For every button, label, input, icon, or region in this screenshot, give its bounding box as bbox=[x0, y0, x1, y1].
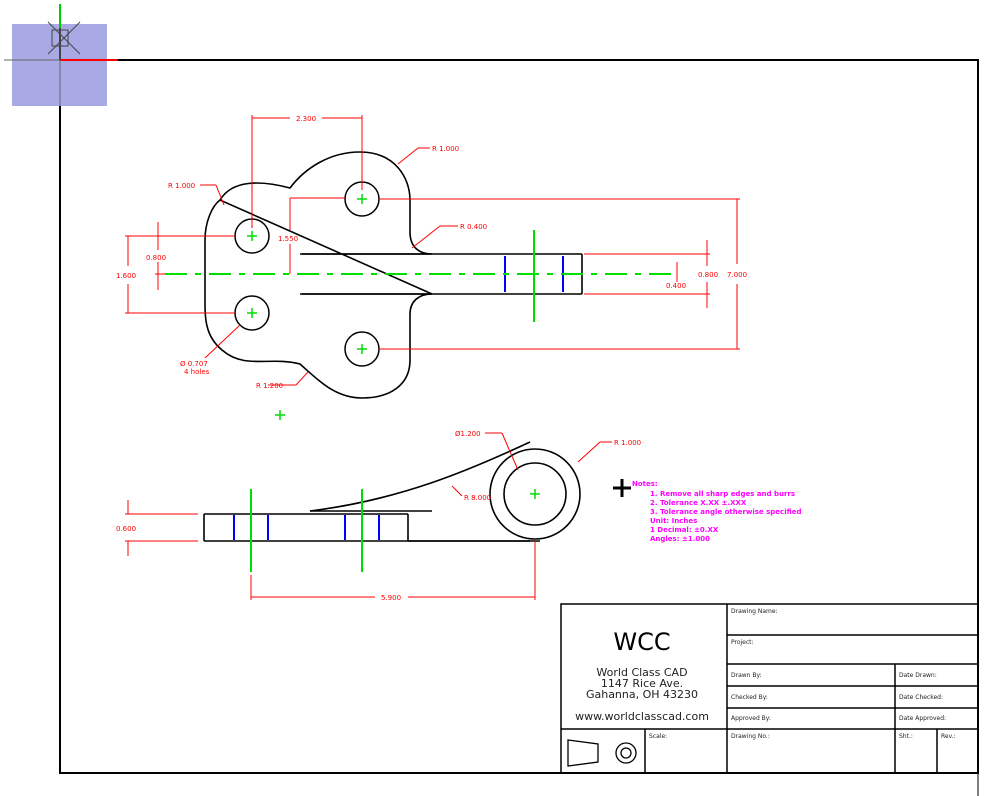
label-checked-by: Checked By: bbox=[731, 694, 768, 701]
label-date-drawn: Date Drawn: bbox=[899, 672, 937, 679]
dim-0800-left: 0.800 bbox=[146, 254, 166, 262]
front-boss-hole bbox=[503, 462, 567, 526]
label-rev: Rev.: bbox=[941, 733, 956, 740]
front-view-dim-text: Ø1.200 R 1.000 R 8.000 0.600 5.900 bbox=[116, 430, 641, 602]
dim-7000: 7.000 bbox=[727, 271, 747, 279]
dim-5900: 5.900 bbox=[381, 594, 401, 602]
dim-r0400: R 0.400 bbox=[460, 223, 487, 231]
top-view-dim-text: 2.300 R 1.000 R 1.000 R 0.400 1.550 0.80… bbox=[116, 115, 747, 390]
front-boss-outer bbox=[489, 448, 581, 540]
dim-1550: 1.550 bbox=[278, 235, 298, 243]
front-boss-center-mark bbox=[530, 489, 540, 499]
notes-line-3: 3. Tolerance angle otherwise specified bbox=[650, 508, 802, 516]
company-website: www.worldclasscad.com bbox=[575, 710, 709, 723]
dim-r1000-front: R 1.000 bbox=[614, 439, 641, 447]
notes-line-5: 1 Decimal: ±0.XX bbox=[650, 526, 719, 534]
front-hidden-lines bbox=[233, 515, 380, 540]
title-block[interactable] bbox=[560, 603, 979, 774]
hole-center-marks bbox=[247, 194, 367, 420]
label-approved-by: Approved By: bbox=[731, 715, 771, 722]
dim-2300: 2.300 bbox=[296, 115, 316, 123]
label-drawing-no: Drawing No.: bbox=[731, 733, 770, 740]
notes-line-2: 2. Tolerance X.XX ±.XXX bbox=[650, 499, 747, 507]
top-view[interactable]: 2.300 R 1.000 R 1.000 R 0.400 1.550 0.80… bbox=[116, 115, 747, 420]
dim-hole-count: 4 holes bbox=[184, 368, 210, 376]
company-logo-text: WCC bbox=[613, 628, 670, 656]
drawing-border bbox=[59, 59, 979, 774]
title-block-text: WCC World Class CAD 1147 Rice Ave. Gahan… bbox=[575, 608, 956, 740]
label-drawing-name: Drawing Name: bbox=[731, 608, 778, 615]
label-project: Project: bbox=[731, 639, 754, 646]
dim-0600: 0.600 bbox=[116, 525, 136, 533]
dim-r8000: R 8.000 bbox=[464, 494, 491, 502]
hole-bottom-right bbox=[344, 331, 380, 367]
notes-line-4: Unit: Inches bbox=[650, 517, 697, 525]
projection-symbol-icon bbox=[567, 739, 637, 767]
notes-line-6: Angles: ±1.000 bbox=[650, 535, 710, 543]
dim-hole-dia: Ø 0.707 bbox=[180, 360, 208, 368]
dim-0400: 0.400 bbox=[666, 282, 686, 290]
notes-block[interactable]: Notes: 1. Remove all sharp edges and bur… bbox=[632, 480, 802, 543]
label-scale: Scale: bbox=[649, 733, 667, 740]
title-block-frame bbox=[560, 603, 979, 774]
top-view-dimensions bbox=[125, 115, 740, 386]
dim-r1200: R 1.200 bbox=[256, 382, 283, 390]
dim-r1000-left: R 1.000 bbox=[168, 182, 195, 190]
notes-line-1: 1. Remove all sharp edges and burrs bbox=[650, 490, 795, 498]
label-date-checked: Date Checked: bbox=[899, 694, 943, 701]
company-address-2: Gahanna, OH 43230 bbox=[586, 688, 698, 701]
front-view-dimensions bbox=[125, 432, 612, 600]
front-view[interactable]: Ø1.200 R 1.000 R 8.000 0.600 5.900 bbox=[116, 430, 641, 602]
notes-line-0: Notes: bbox=[632, 480, 658, 488]
dim-1600: 1.600 bbox=[116, 272, 136, 280]
dim-0800-right: 0.800 bbox=[698, 271, 718, 279]
front-arm-curve bbox=[309, 441, 531, 512]
company-address-1: 1147 Rice Ave. bbox=[601, 677, 683, 690]
dim-dia1200: Ø1.200 bbox=[455, 430, 481, 438]
dim-r1000-top: R 1.000 bbox=[432, 145, 459, 153]
front-centerlines bbox=[250, 489, 363, 572]
company-name: World Class CAD bbox=[596, 666, 687, 679]
label-sht: Sht.: bbox=[899, 733, 913, 740]
label-drawn-by: Drawn By: bbox=[731, 672, 762, 679]
ucs-icon[interactable] bbox=[4, 4, 118, 106]
crosshair-cursor-icon bbox=[613, 479, 631, 497]
pickbox-x-icon-2 bbox=[47, 21, 81, 55]
label-date-approved: Date Approved: bbox=[899, 715, 946, 722]
